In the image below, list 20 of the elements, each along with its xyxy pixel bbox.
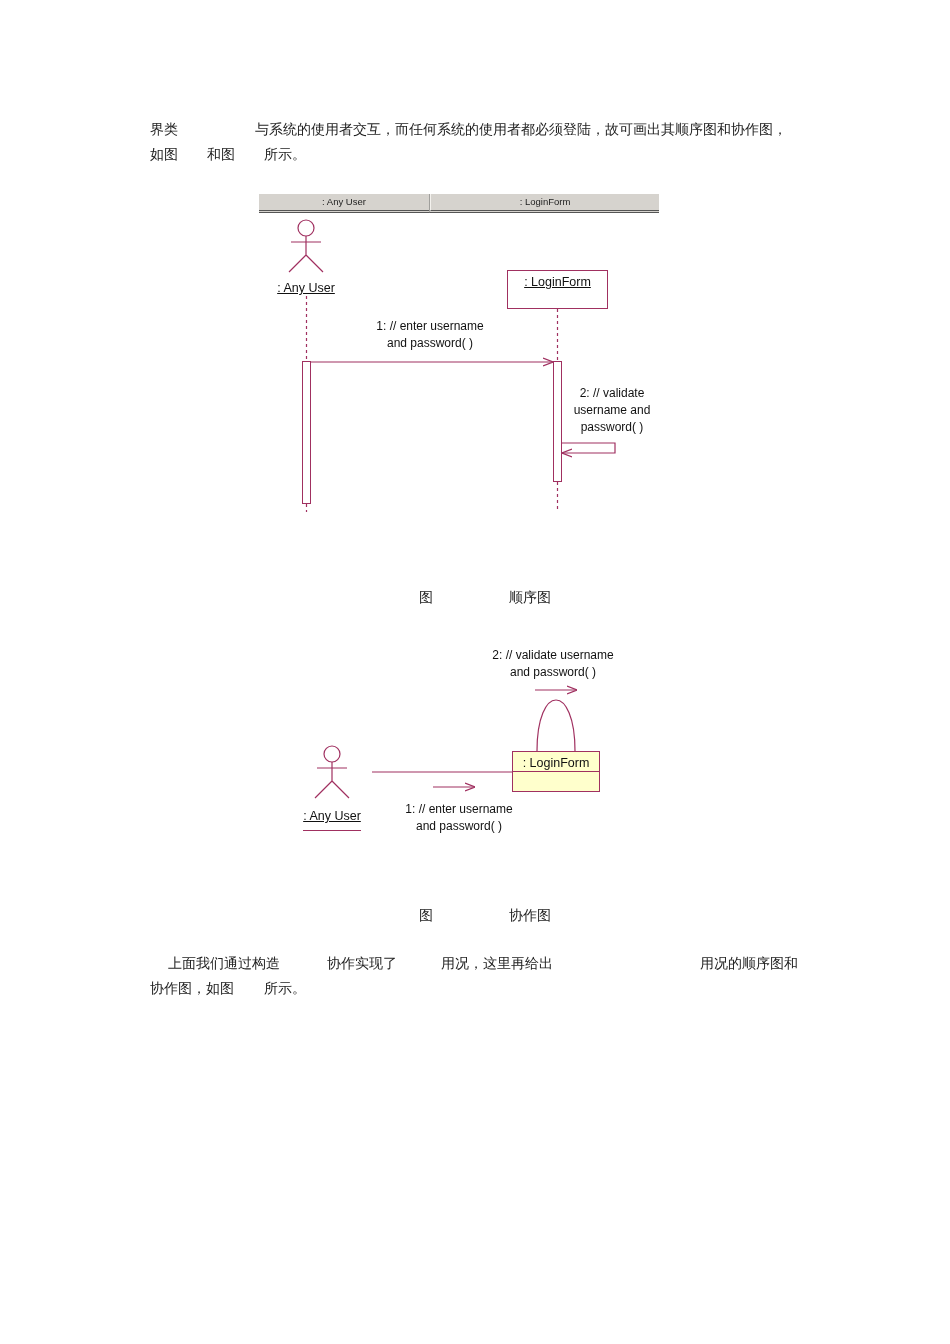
link-line xyxy=(371,771,513,773)
activation-bar xyxy=(302,361,311,504)
figure-caption: 图 顺序图 xyxy=(419,589,551,607)
lifeline-header: : Any User xyxy=(259,194,429,213)
self-link xyxy=(536,699,576,752)
actor-name: : Any User xyxy=(303,809,361,831)
lifeline-header: : LoginForm xyxy=(429,194,659,213)
object-name: : LoginForm xyxy=(524,274,591,290)
object-box xyxy=(507,270,608,309)
message-arrow xyxy=(310,357,554,367)
activation-bar xyxy=(553,361,562,482)
object-name: : LoginForm xyxy=(513,752,599,772)
figure-caption: 图 协作图 xyxy=(419,907,551,925)
paragraph: 上面我们通过构造 协作实现了 用况，这里再给出 用况的顺序图和协作图，如图 所示。 xyxy=(150,955,799,998)
lifeline xyxy=(305,295,308,362)
lifeline xyxy=(305,503,308,513)
object-box xyxy=(512,751,600,792)
actor-name: : Any User xyxy=(277,281,335,296)
lifeline xyxy=(556,308,559,362)
paragraph: 界类 与系统的使用者交互，而任何系统的使用者都必须登陆，故可画出其顺序图和协作图，如图 和图 所示。 xyxy=(150,121,788,164)
